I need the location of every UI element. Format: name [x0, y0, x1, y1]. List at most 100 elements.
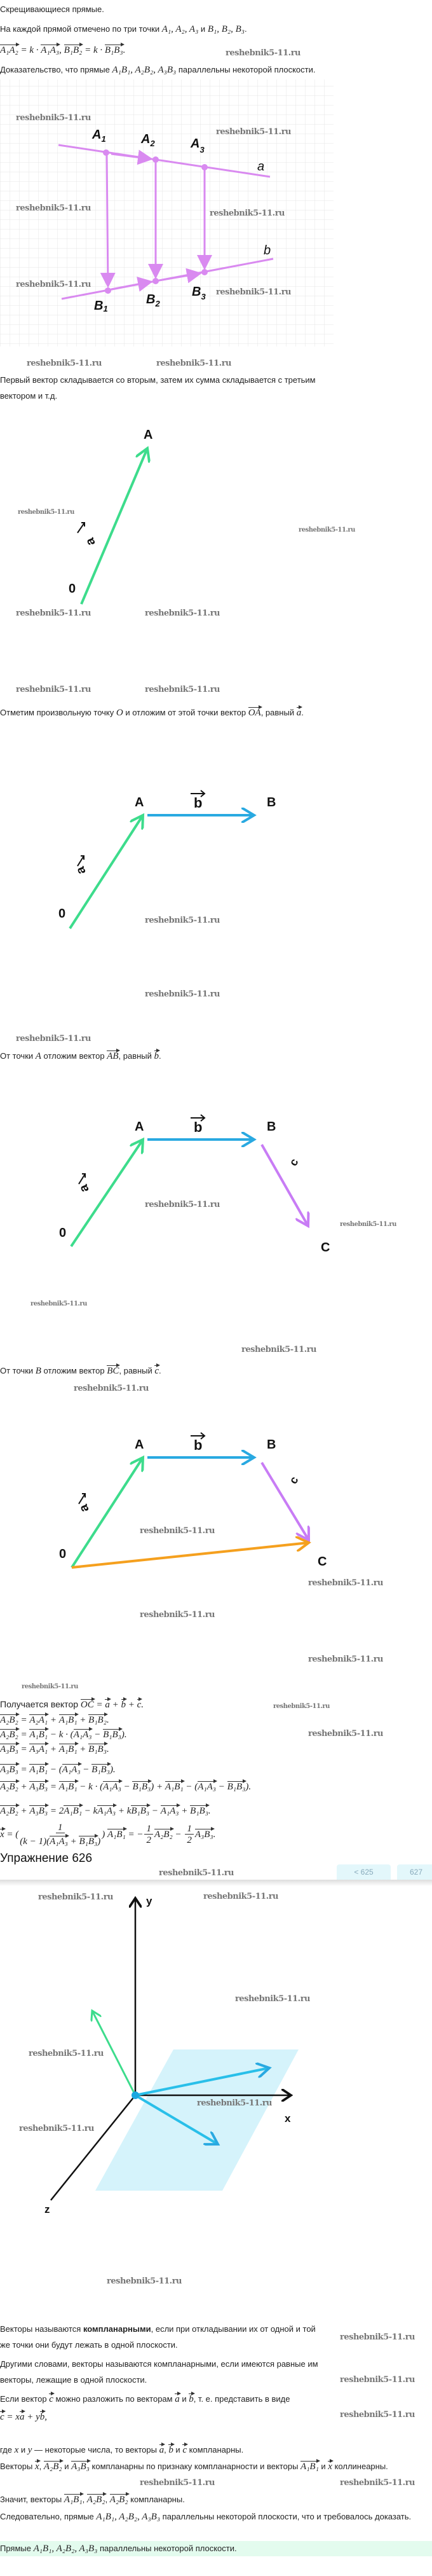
vector-arrow-icon [78, 1493, 86, 1505]
math: , [59, 45, 64, 55]
label-vector-a: a [76, 1502, 92, 1514]
math: − [91, 1730, 104, 1740]
equation-line: A₃B₃ = A₃A₁ + A₁B₁ + B₁B₃. [0, 1741, 109, 1756]
math: − [149, 1806, 161, 1816]
math: . [123, 45, 126, 55]
vector: A₁B₁ [29, 1727, 49, 1740]
label-z-axis: z [44, 2203, 50, 2215]
math: A₁B₁, A₂B₂, A₃B₃ [112, 65, 177, 75]
math: ) [102, 1829, 107, 1840]
label-B: B [267, 796, 276, 809]
math: B [35, 1366, 41, 1376]
vector-a-diagram: A 0 a [69, 428, 152, 605]
watermark: reshebnik5-11.ru [38, 1892, 114, 1902]
text: Отметим произвольную точку [0, 708, 116, 717]
text: параллельны некоторой плоскости. [176, 65, 316, 74]
vector: A₁A₃ [73, 1727, 93, 1740]
text: отложим вектор [41, 1051, 107, 1061]
label-vector-c: c [287, 1474, 300, 1486]
vector-B1B2 [111, 277, 153, 292]
math: . [106, 1715, 109, 1725]
vector: b [154, 1049, 160, 1061]
math: ) [97, 1836, 101, 1847]
equation-line: A₂B₂ = A₁B₁ − k · (A₁A₃ − B₁B₃). [0, 1726, 127, 1741]
equation-line: A₂B₂ + A₃B₃ = 2A₁B₁ − kA₁A₃ + kB₁B₃ − A₁… [0, 1803, 211, 1817]
equation-line: A₃B₃ = A₁B₁ − (A₁A₃ − B₁B₃). [0, 1761, 116, 1776]
vector: a [296, 705, 302, 718]
text: , равный [119, 1366, 155, 1375]
point-B3 [201, 269, 208, 275]
math: + [77, 1715, 89, 1725]
watermark: reshebnik5-11.ru [340, 2478, 415, 2488]
label-B2: B2 [146, 293, 160, 308]
vector: A₁A₃ [160, 1803, 180, 1816]
math: + [18, 1806, 30, 1816]
vector: A₃B₃ [0, 1742, 20, 1754]
vector: A₁A₃ [103, 1779, 123, 1792]
vector-a [69, 815, 143, 930]
watermark: reshebnik5-11.ru [197, 2098, 273, 2108]
skew-lines-diagram: A1 A2 A3 B1 B2 B3 a b [0, 79, 334, 347]
text: . [159, 1051, 161, 1061]
math: = k · [82, 45, 105, 55]
vector-a [80, 448, 147, 605]
text: — некоторые числа, то векторы [32, 2445, 159, 2455]
math: . [141, 1700, 144, 1710]
label-line-b: b [264, 244, 271, 258]
decomposition-formula: c = xa + yb, [0, 2409, 47, 2423]
label-B: B [267, 1438, 276, 1452]
math: = [93, 1700, 105, 1710]
vector: A₁B₁ [300, 2459, 320, 2472]
svg-text:c: c [287, 1156, 300, 1168]
equation-line: A₂B₂ = A₂A₁ + A₁B₁ + B₁B₂. [0, 1712, 109, 1726]
watermark: reshebnik5-11.ru [16, 280, 91, 289]
svg-text:c: c [287, 1474, 300, 1486]
label-A3: A3 [190, 137, 205, 155]
vector: A₃B₃ [29, 1779, 49, 1792]
text: Векторы [0, 2462, 35, 2471]
math: ) + [151, 1782, 165, 1792]
exercise-heading: Упражнение 626 [0, 1852, 93, 1865]
text: Получается вектор [0, 1699, 81, 1709]
vector-arrow-icon [77, 855, 84, 867]
text: , [39, 2462, 44, 2471]
vector: B₁B₃ [103, 1727, 123, 1740]
vector-blue-2 [134, 2094, 218, 2144]
label-vector-b: b [194, 1119, 202, 1135]
text: На каждой прямой отмечено по три точки [0, 24, 162, 34]
vector-arrow-icon [191, 1114, 206, 1122]
svg-text:a: a [83, 535, 98, 548]
watermark: reshebnik5-11.ru [27, 359, 102, 368]
watermark: reshebnik5-11.ru [22, 1683, 78, 1690]
vector: c [49, 2392, 55, 2404]
watermark: reshebnik5-11.ru [16, 1034, 91, 1043]
math: (k − 1)( [20, 1836, 50, 1847]
coplanarity-conclusion: где x и y — некоторые числа, то векторы … [0, 2442, 432, 2458]
section-divider [0, 1880, 432, 1886]
math: + [179, 1806, 191, 1816]
vector: A₃A₁ [29, 1742, 49, 1754]
math: = [18, 1765, 30, 1775]
label-O: 0 [59, 1547, 66, 1561]
watermark: reshebnik5-11.ru [340, 1221, 396, 1228]
math: + [18, 1782, 30, 1792]
watermark: reshebnik5-11.ru [74, 1384, 149, 1393]
vector: B₁B₃ [79, 1834, 98, 1847]
vector: A₁B₁ [64, 2492, 84, 2505]
label-A: A [135, 1120, 144, 1134]
math: = x [4, 2412, 20, 2422]
math: . [213, 1829, 216, 1840]
decomposition-condition: Если вектор c можно разложить по вектора… [0, 2391, 324, 2407]
label-A: A [135, 1438, 144, 1452]
math: B₁, B₂, B₃ [207, 24, 245, 34]
vector: A₁A₂ [0, 43, 20, 55]
text: можно разложить по векторам [53, 2394, 175, 2404]
vector: A₁A₃ [50, 1834, 69, 1847]
coplanar-vectors-diagram: y x z [44, 1895, 299, 2215]
vector: B₁B₃ [104, 43, 125, 55]
label-O: 0 [69, 582, 76, 596]
label-B: B [267, 1120, 276, 1134]
step-vector-AB: От точки A отложим вектор AB, равный b. [0, 1048, 432, 1064]
vector: A₂B₂ [86, 2492, 107, 2505]
vector-a-b-c-diagram: A B C 0 b a c [59, 1114, 330, 1255]
